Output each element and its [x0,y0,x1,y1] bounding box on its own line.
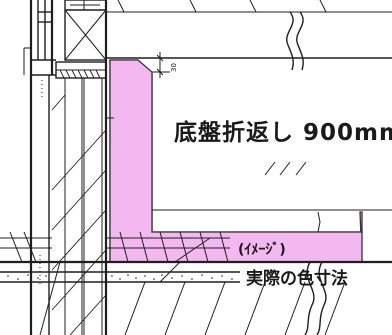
dimension-30-label: 30 [170,63,178,72]
gravel-dots [7,274,233,280]
label-hatch-wedges [264,161,307,176]
left-wall-hatch [51,94,107,335]
image-note: (ｲﾒｰｼﾞ) [238,241,286,258]
main-label: 底盤折返し 900mm [174,119,392,146]
break-symbol-bottom [304,261,315,335]
ground-hatch [39,237,346,335]
wall-mortar-dots [39,80,43,285]
break-symbol-top [286,11,294,71]
highlight-l-shape-clean [109,59,363,263]
bracket-mark [317,211,321,233]
break-symbol-bottom-2 [316,261,327,335]
upper-slab-strip [55,61,107,79]
color-dim-note: 実際の色寸法 [246,268,348,289]
column-x-bracing [64,0,107,61]
break-symbol-top-2 [296,11,304,71]
lower-slab [0,231,392,283]
top-structure [106,0,392,59]
left-wall-frame [23,0,108,335]
